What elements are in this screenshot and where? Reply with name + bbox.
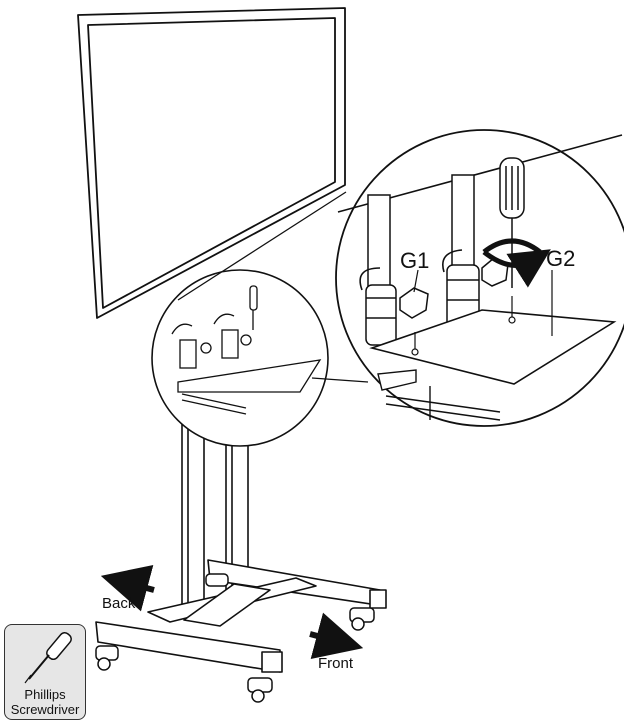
tv-screen [77, 7, 346, 319]
detail-connector [177, 191, 369, 383]
phillips-screwdriver-icon [24, 631, 72, 684]
label-back: Back [102, 595, 136, 612]
back-arrow-icon [100, 564, 155, 612]
tool-callout: Phillips Screwdriver [4, 624, 86, 720]
plate-g2 [369, 309, 617, 385]
direction-arrows [100, 564, 364, 660]
label-front: Front [318, 655, 354, 672]
label-g2: G2 [546, 246, 575, 271]
large-detail-circle: G1 G2 [335, 129, 624, 427]
stand-base [95, 559, 387, 673]
tool-name-line2: Screwdriver [10, 702, 80, 717]
tool-name-line1: Phillips [24, 687, 66, 702]
screwdriver-in-detail [499, 157, 525, 288]
label-g1: G1 [400, 248, 429, 273]
front-arrow-icon [309, 612, 364, 660]
small-detail-circle [151, 269, 329, 447]
